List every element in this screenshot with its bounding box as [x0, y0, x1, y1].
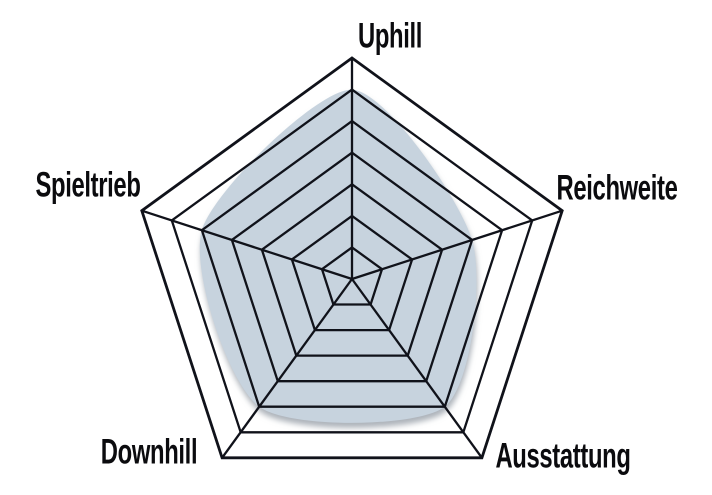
axis-label-spieltrieb: Spieltrieb — [35, 165, 141, 205]
grid-ring-6 — [170, 88, 534, 434]
grid-ring-1 — [320, 245, 384, 306]
grid-ring-3 — [260, 182, 444, 357]
axis-label-downhill: Downhill — [100, 432, 198, 472]
axis-line-reichweite — [351, 209, 563, 281]
axis-line-ausstattung — [351, 278, 483, 459]
axis-line-spieltrieb — [141, 209, 353, 281]
axis-label-ausstattung: Ausstattung — [495, 436, 631, 476]
grid-ring-7 — [140, 56, 564, 460]
grid-ring-4 — [230, 151, 474, 383]
axis-label-uphill: Uphill — [357, 16, 423, 56]
axis-line-downhill — [221, 278, 353, 459]
grid-ring-5 — [200, 119, 504, 408]
axis-label-reichweite: Reichweite — [556, 168, 678, 208]
grid-ring-2 — [290, 214, 414, 332]
